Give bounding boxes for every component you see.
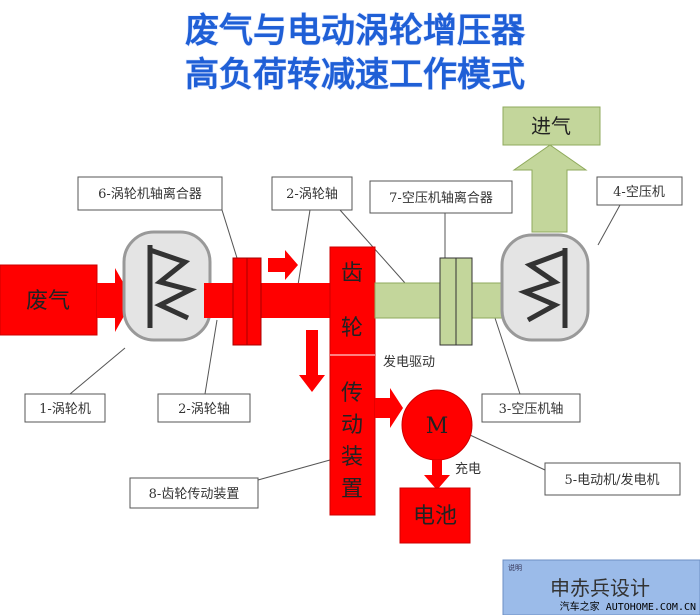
flow-right-arrow-icon bbox=[268, 250, 298, 280]
label-compressor-shaft: 3-空压机轴 bbox=[499, 402, 564, 417]
charge-arrow-icon bbox=[424, 460, 450, 490]
gear-char-1: 齿 bbox=[341, 261, 363, 286]
label-gear-drive: 8-齿轮传动装置 bbox=[149, 487, 240, 502]
footer-designer: 申赤兵设计 bbox=[550, 576, 650, 600]
intake-label: 进气 bbox=[531, 114, 571, 138]
label-box-turbine-shaft-bottom bbox=[157, 393, 251, 423]
turbine-icon bbox=[122, 230, 212, 342]
label-box-gear-drive bbox=[129, 477, 259, 509]
label-turbine-shaft-top: 2-涡轮轴 bbox=[286, 187, 338, 202]
label-box-turbine-shaft-top bbox=[271, 176, 353, 211]
label-turbine-clutch: 6-涡轮机轴离合器 bbox=[98, 186, 202, 202]
label-box-motor-generator bbox=[544, 462, 681, 496]
title-line1: 废气与电动涡轮增压器 bbox=[185, 11, 526, 51]
label-box-compressor-clutch bbox=[369, 180, 513, 214]
label-turbine-shaft-bottom: 2-涡轮轴 bbox=[178, 402, 230, 417]
footer-watermark: 汽车之家 AUTOHOME.COM.CN bbox=[560, 600, 696, 613]
generate-drive-label: 发电驱动 bbox=[383, 354, 435, 370]
turbine-shaft bbox=[204, 283, 332, 318]
intake-block bbox=[502, 106, 601, 146]
battery-label: 电池 bbox=[413, 504, 457, 529]
footer-panel bbox=[502, 559, 700, 615]
label-turbine: 1-涡轮机 bbox=[39, 402, 91, 417]
drive-char-1: 传 bbox=[341, 381, 363, 406]
charge-label: 充电 bbox=[455, 461, 481, 477]
motor-drive-arrow-icon bbox=[375, 388, 403, 428]
label-box-compressor-shaft bbox=[481, 393, 581, 423]
intake-arrow-icon bbox=[512, 144, 588, 233]
drive-char-4: 置 bbox=[341, 477, 363, 502]
compressor-icon bbox=[500, 233, 590, 342]
drive-char-3: 装 bbox=[341, 445, 363, 470]
title-line2: 高负荷转减速工作模式 bbox=[185, 55, 525, 95]
label-box-turbine bbox=[24, 393, 106, 423]
label-box-turbine-clutch bbox=[77, 176, 223, 211]
label-compressor: 4-空压机 bbox=[613, 185, 665, 200]
footer-caption: 说明 bbox=[508, 563, 522, 572]
motor-label: M bbox=[426, 414, 449, 439]
gear-drive-block bbox=[329, 246, 376, 516]
exhaust-block bbox=[0, 264, 98, 336]
drive-char-2: 动 bbox=[341, 413, 363, 438]
gear-char-2: 轮 bbox=[341, 316, 363, 341]
label-box-compressor bbox=[596, 176, 683, 206]
flow-down-arrow-icon bbox=[299, 330, 325, 392]
battery-block bbox=[399, 487, 471, 544]
exhaust-label: 废气 bbox=[26, 289, 70, 314]
label-compressor-clutch: 7-空压机轴离合器 bbox=[389, 190, 493, 206]
label-motor-generator: 5-电动机/发电机 bbox=[564, 472, 659, 488]
